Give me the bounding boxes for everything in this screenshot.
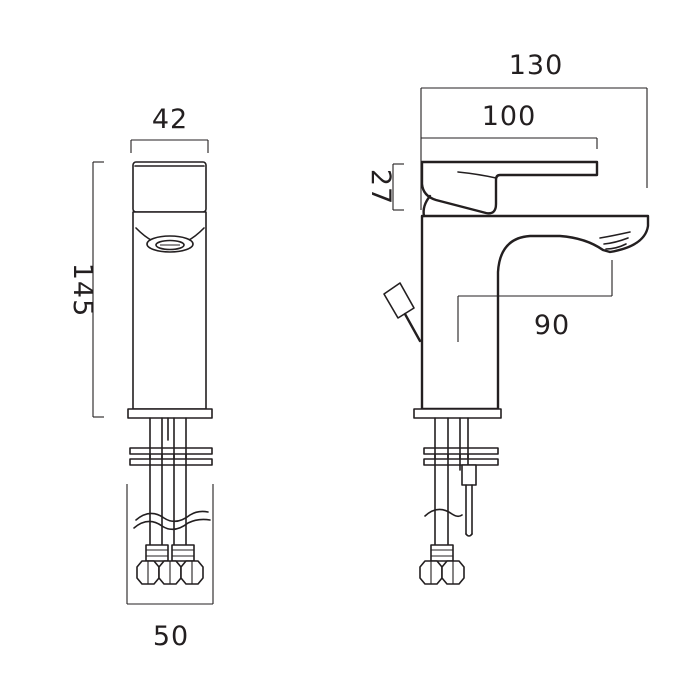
front-width-dimension: 42 (130, 104, 209, 153)
side-break-line (424, 508, 463, 518)
spout-projection-label: 90 (534, 310, 570, 341)
front-supply-pipes (149, 417, 187, 546)
side-tap-body (420, 214, 650, 411)
front-washers (129, 447, 213, 466)
front-base-plate (127, 408, 213, 419)
side-fittings (419, 544, 465, 585)
side-lever-handle (420, 160, 599, 218)
side-washers (423, 447, 499, 466)
front-width-label: 42 (152, 104, 188, 135)
front-view: 42 145 (67, 104, 214, 652)
front-aerator (135, 227, 205, 253)
spout-projection-dimension: 90 (457, 260, 613, 342)
side-waste-rod (461, 464, 477, 537)
front-fittings (136, 544, 204, 585)
front-height-label: 145 (67, 263, 98, 318)
handle-length-label: 100 (482, 101, 537, 132)
handle-height-dimension: 27 (365, 163, 404, 211)
side-view: 130 100 27 90 (365, 50, 650, 585)
overall-length-dimension: 130 (420, 50, 648, 210)
overall-length-label: 130 (509, 50, 564, 81)
front-lever-cap (132, 161, 207, 213)
front-height-dimension: 145 (67, 161, 104, 418)
side-base-plate (413, 408, 502, 419)
side-popup-rod (383, 282, 422, 343)
front-underside-outline (126, 484, 214, 605)
base-width-label: 50 (153, 621, 189, 652)
handle-length-dimension: 100 (421, 101, 598, 149)
handle-height-label: 27 (365, 169, 396, 205)
front-break-lines (133, 510, 211, 531)
